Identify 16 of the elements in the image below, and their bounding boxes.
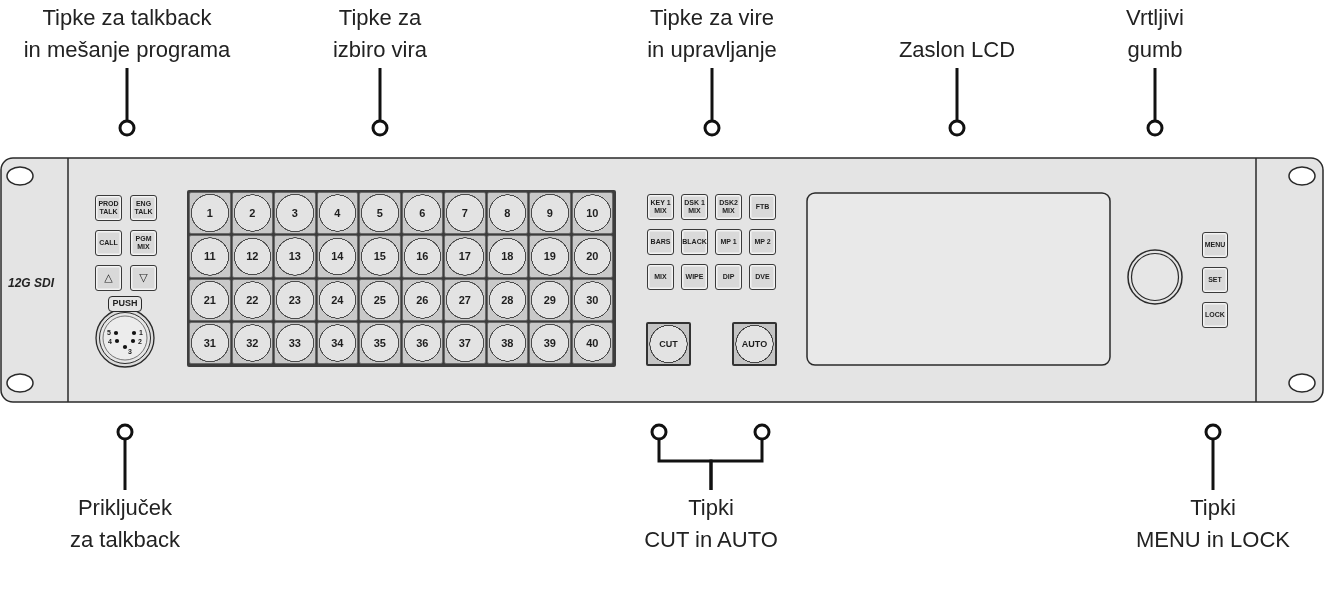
- callout-label: Zaslon LCD: [898, 34, 1016, 66]
- leader-line: [709, 423, 771, 490]
- callout-label: Tipki CUT in AUTO: [644, 492, 778, 556]
- leader-line: [948, 68, 966, 137]
- leader-line: [371, 68, 389, 137]
- leader-line: [116, 423, 134, 490]
- leader-line: [1146, 68, 1164, 137]
- leader-line: [703, 68, 721, 137]
- callout-label: Priključek za talkback: [69, 492, 181, 556]
- callout-label: Tipke za talkback in mešanje programa: [23, 2, 231, 66]
- callout-label: Vrtljivi gumb: [1126, 2, 1184, 66]
- leader-line: [1204, 423, 1222, 490]
- callout-label: Tipke za vire in upravljanje: [647, 2, 777, 66]
- callout-label: Tipki MENU in LOCK: [1136, 492, 1290, 556]
- leader-line: [118, 68, 136, 137]
- callout-label: Tipke za izbiro vira: [332, 2, 428, 66]
